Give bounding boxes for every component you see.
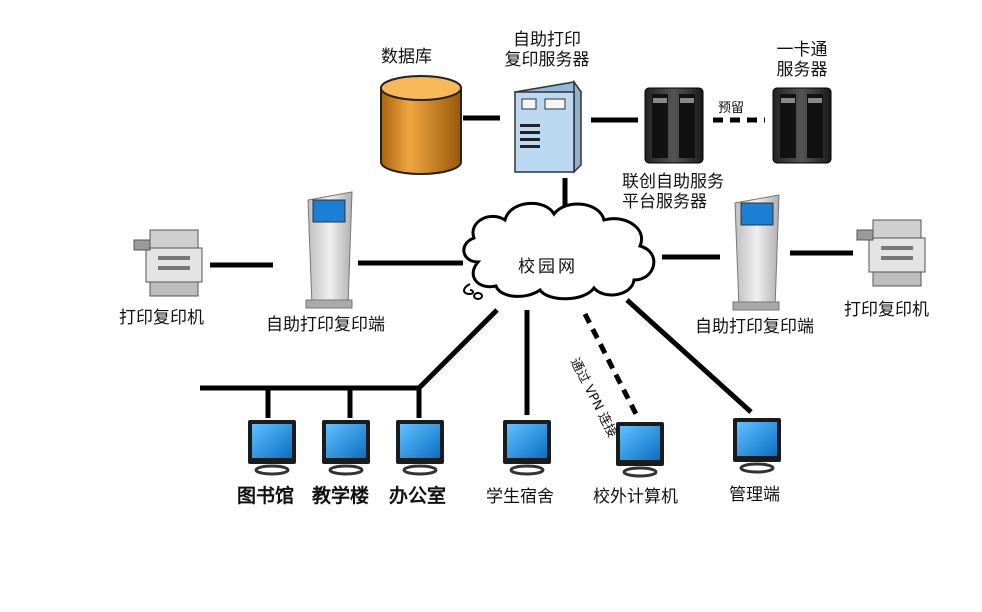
kiosk-left-icon (305, 191, 353, 309)
kiosk-left-label: 自助打印复印端 (266, 315, 385, 335)
print-server-label-line1: 自助打印 (513, 30, 581, 50)
monitor-dorm-icon (503, 420, 551, 476)
card-server-icon (772, 87, 832, 164)
campus-network-label: 校园网 (518, 257, 578, 277)
kiosk-right-icon (732, 194, 780, 311)
card-server-label-line1: 一卡通 (776, 40, 828, 60)
platform-server-label-line2: 平台服务器 (622, 192, 707, 212)
printer-right-icon (856, 219, 926, 287)
platform-server-icon (644, 87, 704, 164)
vpn-dashed-line (582, 312, 641, 420)
monitor-office-icon (396, 420, 444, 476)
cloud-to-offices-line (417, 308, 499, 390)
monitor-teaching-icon (322, 420, 370, 476)
cloud-to-admin-line (625, 298, 753, 414)
card-server-label-line2: 服务器 (776, 60, 828, 80)
printer-left-icon (133, 229, 203, 297)
campus-network-cloud-icon (462, 201, 656, 301)
platform-server-label-line1: 联创自助服务 (622, 172, 724, 192)
printer-right-label: 打印复印机 (844, 300, 929, 320)
database-label: 数据库 (381, 47, 432, 67)
printer-left-label: 打印复印机 (119, 308, 204, 328)
monitor-admin-icon (733, 418, 781, 474)
teaching-label: 教学楼 (312, 485, 370, 507)
print-server-icon (513, 79, 583, 174)
library-label: 图书馆 (237, 485, 295, 507)
print-server-label-line2: 复印服务器 (504, 50, 590, 70)
connections (200, 115, 853, 418)
dashed-connections (582, 117, 765, 420)
monitor-offcampus-icon (616, 422, 664, 478)
kiosk-right-label: 自助打印复印端 (695, 317, 814, 337)
database-icon (380, 75, 462, 175)
office-label: 办公室 (389, 485, 447, 507)
dorm-label: 学生宿舍 (486, 487, 554, 507)
offcampus-label: 校外计算机 (593, 487, 678, 507)
admin-label: 管理端 (729, 485, 780, 505)
monitor-library-icon (248, 420, 296, 476)
prepaid-label: 预留 (718, 101, 745, 116)
